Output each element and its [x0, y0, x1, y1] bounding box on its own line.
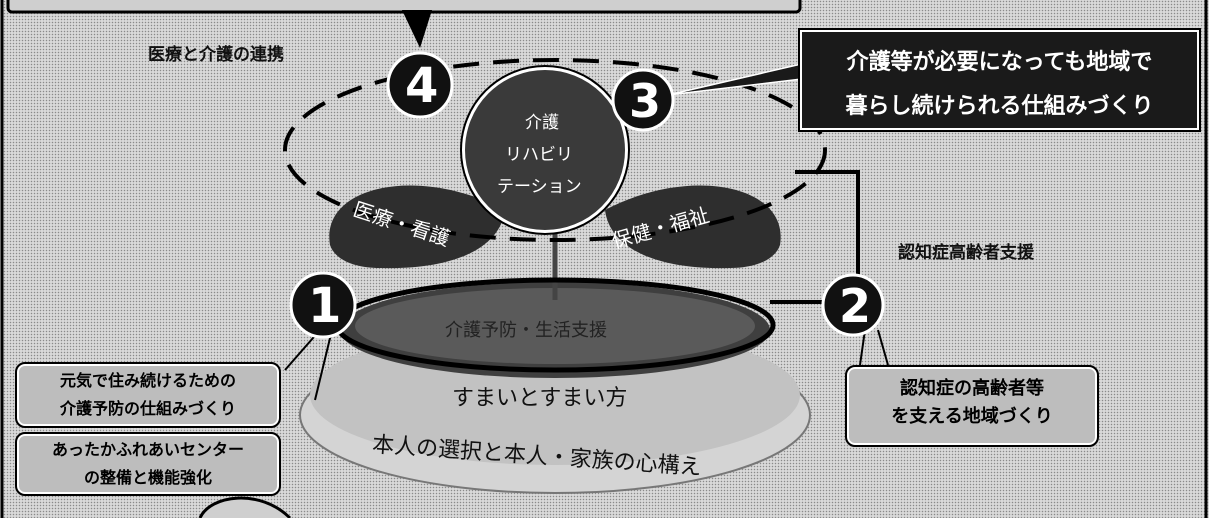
center-callout-line1: あったかふれあいセンター	[51, 440, 244, 459]
dementia-support-label: 認知症高齢者支援	[898, 243, 1034, 263]
callout-3-box: 介護等が必要になっても地域で 暮らし続けられる仕組みづくり	[798, 28, 1201, 132]
care-bulb	[461, 66, 629, 234]
housing-label: すまいとすまい方	[452, 386, 628, 411]
callout-3-line1: 介護等が必要になっても地域で	[846, 50, 1153, 75]
callout3-pointer	[667, 61, 811, 96]
prevention-label: 介護予防・生活支援	[445, 320, 607, 341]
center-callout-box: あったかふれあいセンター の整備と機能強化	[15, 432, 281, 496]
dashed-oval	[283, 58, 827, 242]
badge-2: 2	[839, 279, 872, 333]
badge-4: 4	[405, 58, 439, 114]
badge-1-bg	[289, 271, 357, 339]
callout-3-line2: 暮らし続けられる仕組みづくり	[845, 94, 1154, 119]
badge-3-bg	[611, 68, 675, 132]
care-leaf-line2: リハビリ	[505, 145, 573, 165]
callout-1-line2: 介護予防の仕組みづくり	[59, 399, 236, 418]
callout-1-box: 元気で住み続けるための 介護予防の仕組みづくり	[15, 362, 281, 428]
badge-3: 3	[629, 74, 662, 128]
bottom-circle-partial	[198, 496, 292, 518]
callout-2-line2: を支える地域づくり	[891, 406, 1053, 427]
center-callout-line2: の整備と機能強化	[83, 468, 212, 487]
badge-2-bg	[821, 273, 885, 337]
top-banner-pointer	[402, 10, 432, 48]
callout-2-box: 認知症の高齢者等 を支える地域づくり	[845, 365, 1099, 447]
callout-2-line1: 認知症の高齢者等	[900, 378, 1044, 399]
badge-4-bg	[386, 51, 454, 119]
care-leaf-line3: テーション	[497, 177, 582, 197]
badge-1: 1	[308, 278, 342, 334]
care-leaf-line1: 介護	[525, 113, 559, 133]
medical-care-link-label: 医療と介護の連携	[148, 45, 284, 65]
callout-1-line1: 元気で住み続けるための	[59, 371, 236, 390]
